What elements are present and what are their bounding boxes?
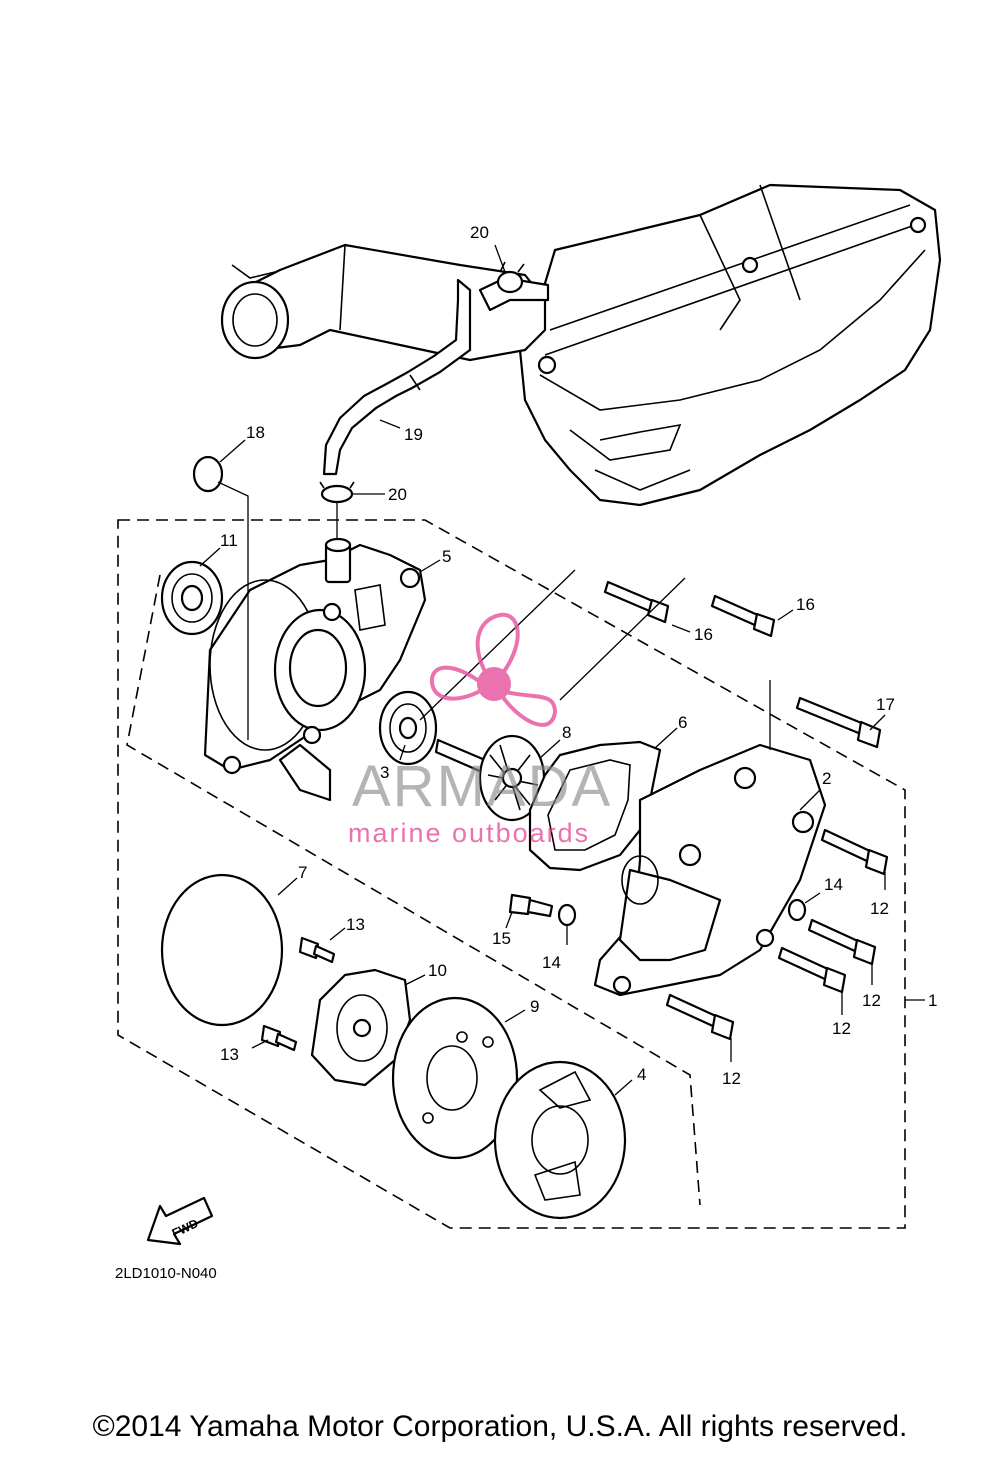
pump-housing-5 — [203, 537, 427, 802]
callout-12-c: 12 — [832, 1019, 851, 1038]
callout-14-a: 14 — [542, 953, 561, 972]
callout-14-b: 14 — [824, 875, 843, 894]
callout-20-upper: 20 — [470, 223, 489, 242]
callout-9: 9 — [530, 997, 539, 1016]
callout-15: 15 — [492, 929, 511, 948]
callout-10: 10 — [428, 961, 447, 980]
fwd-arrow-icon: FWD — [146, 1196, 214, 1246]
callout-12-b: 12 — [862, 991, 881, 1010]
plate-10 — [310, 968, 412, 1087]
gasket-6 — [528, 740, 662, 872]
impeller-8 — [434, 734, 546, 822]
plate-9 — [391, 996, 519, 1160]
bolt-13-a — [298, 936, 336, 964]
bolt-12-a — [820, 828, 889, 876]
bolt-15 — [508, 893, 554, 918]
hose-clip-20-upper — [496, 261, 525, 294]
washer-14-a — [557, 903, 577, 927]
callout-1: 1 — [928, 991, 937, 1010]
bolt-12-c — [777, 946, 847, 994]
bolt-16-b — [710, 594, 776, 638]
callout-8: 8 — [562, 723, 571, 742]
callout-7: 7 — [298, 863, 307, 882]
watermark-brand: ARMADA — [352, 754, 612, 819]
hose-19 — [322, 278, 472, 476]
callout-13-a: 13 — [346, 915, 365, 934]
bolt-12-b — [807, 918, 877, 966]
armada-watermark-logo: ARMADA marine outboards — [348, 612, 612, 848]
callout-12-d: 12 — [722, 1069, 741, 1088]
washer-14-b — [787, 898, 807, 922]
airbox-assembly — [220, 183, 942, 507]
pump-cover-2 — [593, 743, 827, 997]
callout-5: 5 — [442, 547, 451, 566]
bolt-13-b — [260, 1024, 298, 1052]
callout-3: 3 — [380, 763, 389, 782]
o-ring-18 — [192, 455, 224, 493]
watermark-tagline: marine outboards — [348, 818, 590, 848]
callout-16-a: 16 — [694, 625, 713, 644]
copyright-notice: ©2014 Yamaha Motor Corporation, U.S.A. A… — [92, 1410, 908, 1443]
callout-2: 2 — [822, 769, 831, 788]
plate-4 — [493, 1060, 627, 1220]
drawing-code: 2LD1010-N040 — [115, 1265, 217, 1282]
callout-16-b: 16 — [796, 595, 815, 614]
bolt-16-a — [603, 580, 670, 624]
bearing-3 — [378, 690, 438, 766]
callout-4: 4 — [637, 1065, 646, 1084]
callout-19: 19 — [404, 425, 423, 444]
callout-6: 6 — [678, 713, 687, 732]
bolt-12-d — [665, 993, 735, 1041]
callout-17: 17 — [876, 695, 895, 714]
bolt-17 — [795, 696, 882, 749]
o-ring-7 — [160, 873, 284, 1027]
callout-labels: 20 19 18 20 11 5 16 16 17 6 8 3 2 7 14 1… — [220, 223, 937, 1088]
callout-12-a: 12 — [870, 899, 889, 918]
callout-11: 11 — [220, 531, 238, 550]
callout-18: 18 — [246, 423, 265, 442]
assembly-boundary — [117, 519, 906, 1229]
leader-lines — [199, 244, 925, 1096]
bearing-11 — [160, 560, 224, 636]
callout-20-lower: 20 — [388, 485, 407, 504]
callout-13-b: 13 — [220, 1045, 239, 1064]
hose-clip-20-lower — [319, 481, 355, 504]
